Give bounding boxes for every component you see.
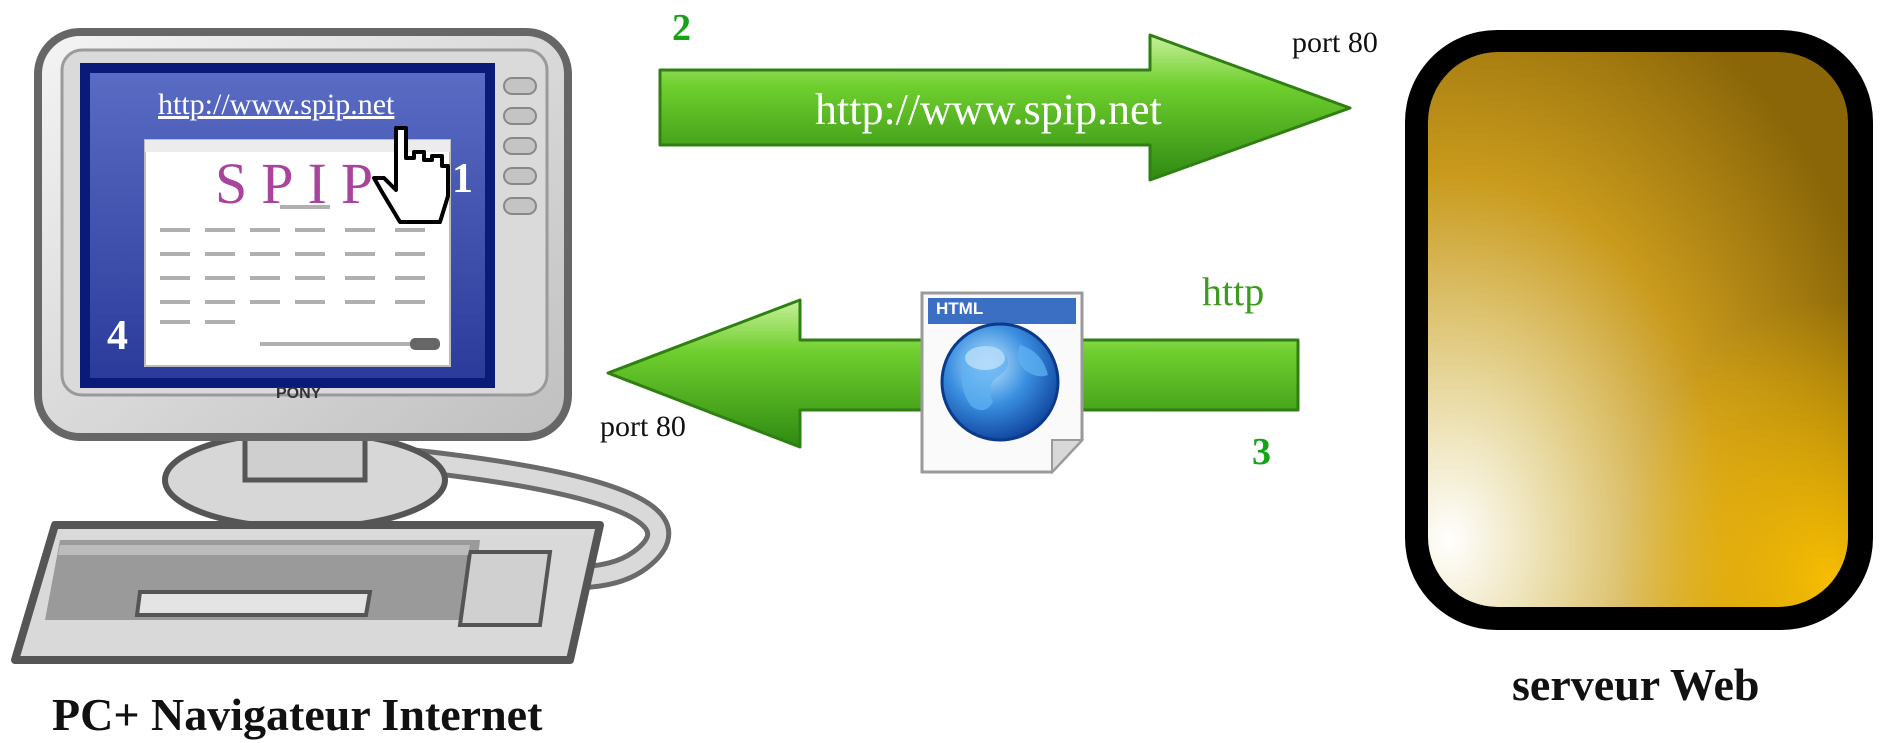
- request-arrow: [658, 33, 1352, 182]
- html-document-icon: [920, 291, 1085, 475]
- response-protocol-label: http: [1202, 269, 1265, 314]
- web-server: [1405, 30, 1873, 630]
- request-port-label: port 80: [1292, 26, 1378, 59]
- response-port-label: port 80: [600, 410, 686, 443]
- spip-logo-text: SPIP: [215, 151, 388, 216]
- step-2-label: 2: [672, 7, 691, 49]
- globe-icon: [940, 322, 1060, 442]
- step-1-label: 1: [452, 156, 473, 202]
- step-3-label: 3: [1252, 431, 1271, 473]
- server-caption: serveur Web: [1512, 659, 1760, 710]
- step-4-label: 4: [107, 313, 128, 359]
- keyboard: [11, 521, 604, 664]
- monitor-buttons: [503, 77, 537, 215]
- request-url-label: http://www.spip.net: [815, 85, 1162, 134]
- monitor-brand-label: PONY: [276, 385, 322, 402]
- hand-cursor-icon: [372, 126, 450, 224]
- screen-url-link[interactable]: http://www.spip.net: [158, 88, 395, 121]
- html-doc-label: HTML: [936, 299, 984, 318]
- client-caption: PC+ Navigateur Internet: [52, 689, 543, 740]
- computer: [11, 28, 671, 664]
